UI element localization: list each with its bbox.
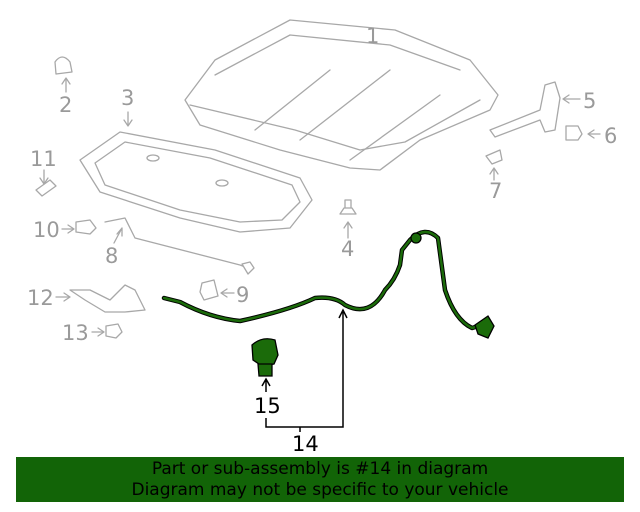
callout-8[interactable]: 8: [105, 244, 118, 268]
callout-5[interactable]: 5: [583, 89, 596, 113]
part-bolt[interactable]: [565, 125, 601, 141]
callout-3[interactable]: 3: [121, 86, 134, 110]
part-support-rod[interactable]: [104, 217, 255, 275]
part-clip[interactable]: [339, 199, 357, 239]
callout-4[interactable]: 4: [341, 237, 354, 261]
part-release-handle[interactable]: [251, 338, 279, 392]
callout-7[interactable]: 7: [489, 179, 502, 203]
callout-13[interactable]: 13: [62, 321, 89, 345]
callout-2[interactable]: 2: [59, 93, 72, 117]
part-nut[interactable]: [485, 149, 503, 181]
part-holder[interactable]: [61, 219, 97, 235]
part-hinge[interactable]: [489, 81, 581, 138]
banner-line-1: Part or sub-assembly is #14 in diagram: [151, 459, 489, 479]
part-insulator[interactable]: [79, 111, 313, 233]
info-banner: Part or sub-assembly is #14 in diagram D…: [16, 457, 624, 502]
callout-11[interactable]: 11: [30, 147, 57, 171]
part-latch[interactable]: [55, 284, 146, 313]
part-bumper-stop[interactable]: [54, 56, 73, 93]
banner-line-2: Diagram may not be specific to your vehi…: [131, 480, 509, 500]
part-hood[interactable]: [184, 19, 499, 171]
callout-10[interactable]: 10: [33, 218, 60, 242]
callout-6[interactable]: 6: [604, 124, 617, 148]
callout-14[interactable]: 14: [292, 432, 319, 456]
part-clip-11[interactable]: [35, 169, 57, 197]
callout-12[interactable]: 12: [27, 286, 54, 310]
part-bolt-13[interactable]: [91, 323, 123, 339]
part-grommet[interactable]: [199, 279, 235, 301]
callout-9[interactable]: 9: [236, 283, 249, 307]
part-release-cable[interactable]: [161, 229, 495, 432]
callout-15[interactable]: 15: [254, 394, 281, 418]
callout-1[interactable]: 1: [366, 24, 379, 48]
